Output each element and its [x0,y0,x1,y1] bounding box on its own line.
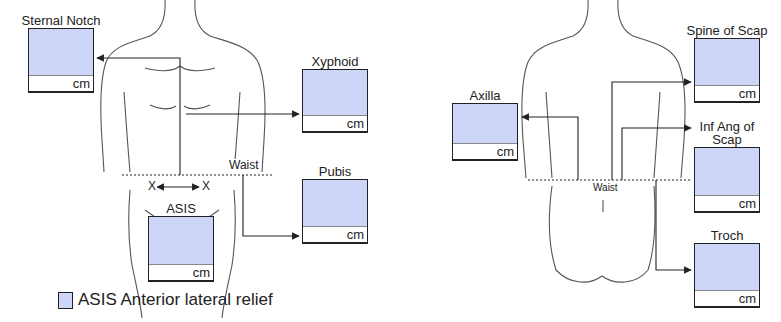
back-body [522,0,685,282]
unit-label: cm [739,291,756,306]
end-marker: X [147,180,157,193]
measure-box: ASIScm [148,216,214,282]
measure-box: Spine of Scapcm [694,38,760,103]
landmark-label: Axilla [469,89,500,102]
landmark-label: Inf Ang of Scap [691,120,763,146]
waist-label: Waist [592,182,619,193]
measure-box: Inf Ang of Scapcm [694,147,760,213]
legend-swatch [58,292,73,309]
measure-box: Sternal Notchcm [28,28,94,93]
measure-box: Trochcm [694,243,760,308]
end-marker: X [201,180,211,193]
landmark-label: Xyphoid [312,55,359,68]
unit-label: cm [739,86,756,101]
landmark-label: Spine of Scap [687,24,768,37]
measure-box: Xyphoidcm [302,69,368,133]
landmark-label: ASIS [166,202,196,215]
unit-label: cm [193,265,210,280]
waist-label: Waist [228,159,260,172]
landmark-label: Pubis [319,165,352,178]
unit-label: cm [347,116,364,131]
legend-row: ASIS Anterior lateral relief [58,290,273,310]
measure-box: Pubiscm [302,179,368,244]
landmark-label: Sternal Notch [22,14,101,27]
unit-label: cm [497,144,514,159]
legend-text: ASIS Anterior lateral relief [78,290,273,310]
landmark-label: Troch [711,229,744,242]
front-body [101,0,265,318]
unit-label: cm [347,227,364,242]
unit-label: cm [73,76,90,91]
unit-label: cm [739,196,756,211]
measure-box: Axillacm [452,103,518,161]
